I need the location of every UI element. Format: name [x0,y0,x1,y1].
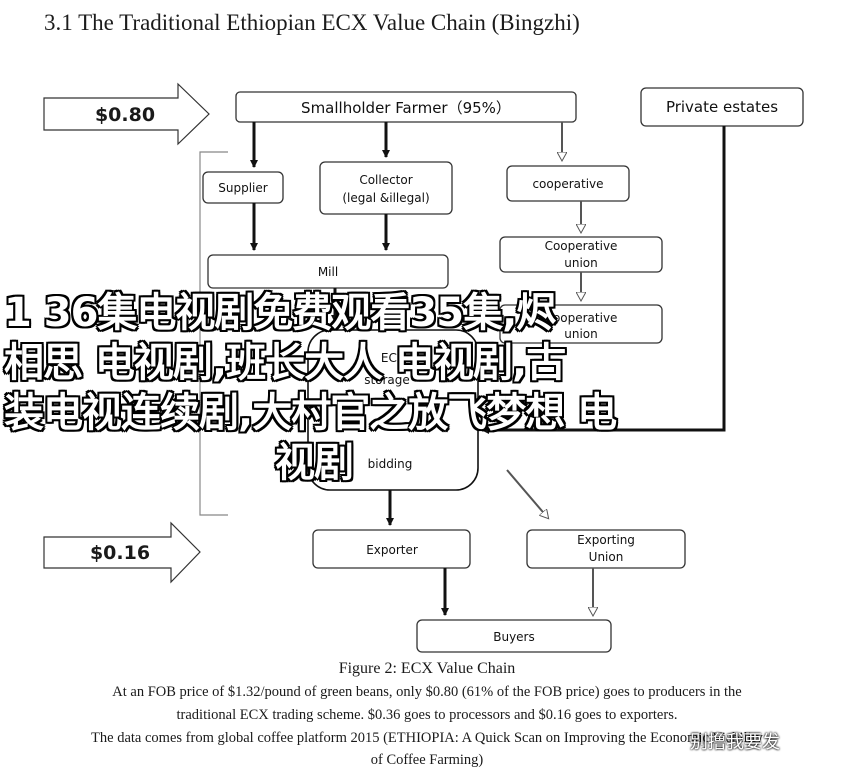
overlay-line-4: 视剧 [275,440,354,486]
price-arrow-bottom: $0.16 [43,521,201,584]
node-private-estates: Private estates [640,87,804,127]
cooperative-label: cooperative [532,177,603,191]
figure-title: Figure 2: ECX Value Chain [338,660,516,677]
node-ecx: ECX storage bidding [307,329,479,491]
coop-union-label-2: union [564,256,598,270]
price-top-label: $0.80 [95,104,155,126]
buyers-label: Buyers [493,630,535,644]
cooperative-flow-arrows [506,122,593,615]
exporter-label: Exporter [366,543,418,557]
caption-line-1: At an FOB price of $1.32/pound of green … [112,684,742,700]
page-heading: 3.1 The Traditional Ethiopian ECX Value … [44,10,580,35]
node-smallholder: Smallholder Farmer（95%） [235,91,577,123]
caption-line-4: of Coffee Farming) [370,752,484,768]
ecx-storage-label: storage [364,373,410,387]
node-exporting-union: Exporting Union [526,529,686,569]
value-chain-diagram: $0.80 $0.16 Smallholder Farmer（95%） Priv… [43,82,804,653]
overlay-line-1: 1 36集电视剧免费观看35集,烬 [4,290,556,336]
supplier-label: Supplier [218,181,268,195]
node-mill: Mill [207,254,449,289]
caption-line-2: traditional ECX trading scheme. $0.36 go… [176,707,678,723]
coop-union-label-1: Cooperative [545,239,618,253]
exporting-union-label-1: Exporting [577,533,635,547]
price-bottom-label: $0.16 [90,542,150,564]
coop-union2-label-2: union [564,327,598,341]
node-coop-union-2: Cooperative union [499,304,663,344]
private-estates-label: Private estates [666,98,778,116]
overlay-line-2: 相思 电视剧,班长大人 电视剧,古 [4,340,566,386]
node-collector: Collector (legal &illegal) [319,161,453,215]
coop-union2-label-1: Cooperative [545,311,618,325]
price-arrow-top: $0.80 [43,82,210,146]
node-cooperative: cooperative [506,165,630,202]
ecx-bidding-label: bidding [368,457,413,471]
watermark: 别撸我要发 [690,732,780,753]
processor-brace [199,151,228,516]
collector-label-2: (legal &illegal) [342,191,429,205]
exporting-union-label-2: Union [589,550,624,564]
collector-label-1: Collector [359,173,412,187]
overlay-text: 1 36集电视剧免费观看35集,烬 相思 电视剧,班长大人 电视剧,古 装电视连… [4,288,794,488]
mill-label: Mill [318,265,338,279]
node-buyers: Buyers [416,619,612,653]
overlay-line-3: 装电视连续剧,大村官之放飞梦想 电 [4,390,617,436]
node-exporter: Exporter [312,529,471,569]
smallholder-label: Smallholder Farmer（95%） [301,99,511,117]
node-coop-union: Cooperative union [499,236,663,273]
ecx-label: ECX [381,351,405,365]
caption-line-3: The data comes from global coffee platfo… [91,730,763,746]
node-supplier: Supplier [202,171,284,204]
flow-arrows [250,122,726,616]
